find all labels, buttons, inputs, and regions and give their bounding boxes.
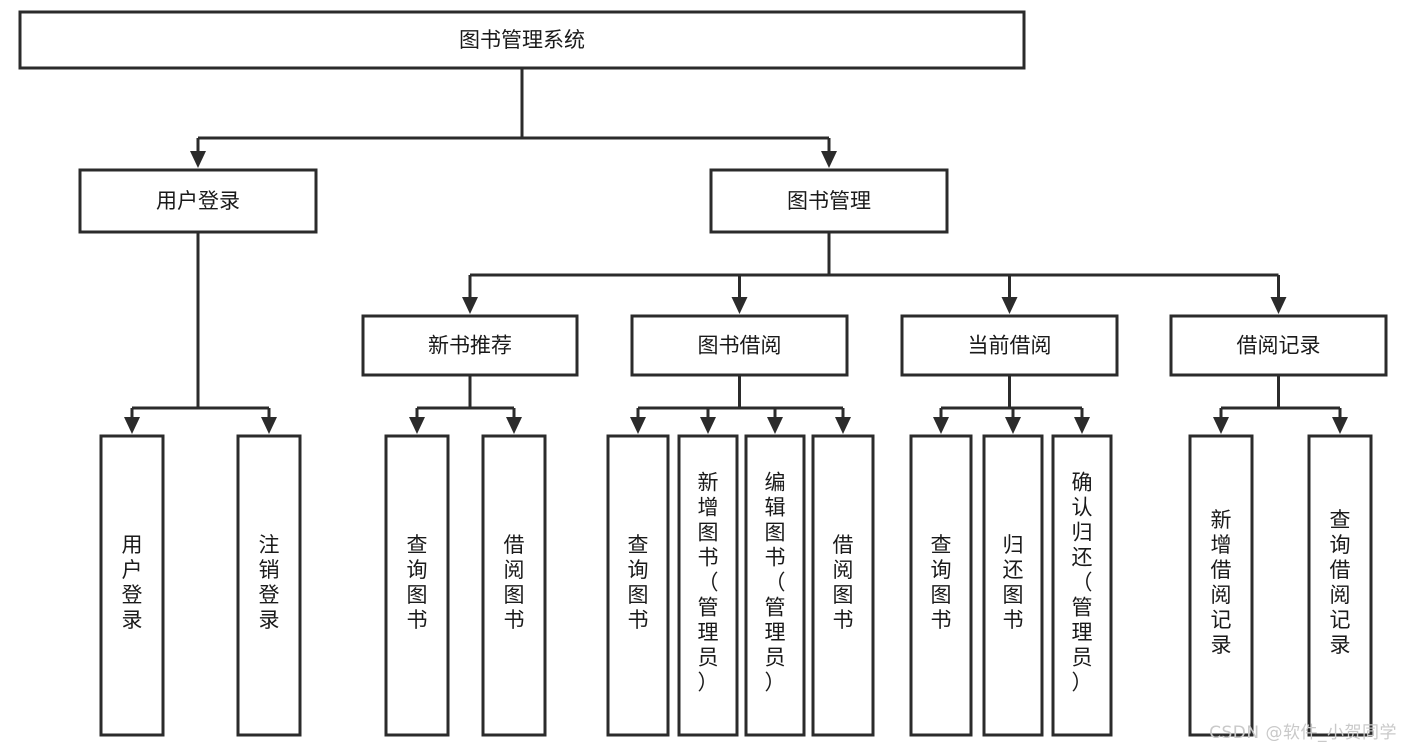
submodule-node-label: 新书推荐 <box>428 334 512 358</box>
arrow-head-icon <box>1213 417 1229 434</box>
leaf-node-box[interactable] <box>909 434 973 737</box>
leaf-node-label: 查询图书 <box>407 533 428 632</box>
leaf-node-label: 查询借阅记录 <box>1330 508 1351 657</box>
leaf-node-label: 新增图书（管理员） <box>698 471 719 695</box>
arrow-head-icon <box>1001 297 1018 314</box>
leaf-node-8[interactable]: 查询图书 <box>909 434 973 737</box>
arrow-head-icon <box>124 417 140 434</box>
arrow-head-icon <box>731 297 748 314</box>
module-node-label: 用户登录 <box>156 189 240 213</box>
leaf-node-box[interactable] <box>1051 434 1113 737</box>
root-node-0[interactable]: 图书管理系统 <box>18 10 1026 70</box>
arrow-head-icon <box>409 417 425 434</box>
module-node-box[interactable] <box>78 168 318 234</box>
leaf-node-box[interactable] <box>1188 434 1254 737</box>
submodule-node-box[interactable] <box>630 314 849 377</box>
arrow-head-icon <box>1074 417 1090 434</box>
submodule-node-2[interactable]: 当前借阅 <box>900 314 1119 377</box>
node-layer: 图书管理系统用户登录图书管理新书推荐图书借阅当前借阅借阅记录用户登录注销登录查询… <box>18 10 1388 737</box>
module-node-box[interactable] <box>709 168 949 234</box>
arrow-head-icon <box>630 417 646 434</box>
leaf-node-2[interactable]: 查询图书 <box>384 434 450 737</box>
arrow-head-icon <box>767 417 783 434</box>
arrow-head-icon <box>700 417 716 434</box>
leaf-node-label: 新增借阅记录 <box>1211 508 1232 657</box>
arrow-head-icon <box>821 151 837 168</box>
leaf-node-box[interactable] <box>236 434 302 737</box>
submodule-node-box[interactable] <box>900 314 1119 377</box>
leaf-node-1[interactable]: 注销登录 <box>236 434 302 737</box>
leaf-node-label: 用户登录 <box>122 533 143 632</box>
arrow-head-icon <box>1270 297 1287 314</box>
root-node-label: 图书管理系统 <box>459 28 585 52</box>
module-node-1[interactable]: 图书管理 <box>709 168 949 234</box>
leaf-node-11[interactable]: 新增借阅记录 <box>1188 434 1254 737</box>
arrow-head-icon <box>190 151 206 168</box>
submodule-node-label: 图书借阅 <box>698 334 782 358</box>
leaf-node-label: 确认归还（管理员） <box>1072 471 1093 695</box>
module-node-0[interactable]: 用户登录 <box>78 168 318 234</box>
leaf-node-label: 借阅图书 <box>833 533 854 632</box>
leaf-node-box[interactable] <box>606 434 670 737</box>
arrow-head-icon <box>462 297 478 314</box>
leaf-node-label: 归还图书 <box>1003 533 1024 632</box>
leaf-node-label: 借阅图书 <box>504 533 525 632</box>
leaf-node-6[interactable]: 编辑图书（管理员） <box>744 434 806 737</box>
submodule-node-1[interactable]: 图书借阅 <box>630 314 849 377</box>
leaf-node-box[interactable] <box>811 434 875 737</box>
leaf-node-box[interactable] <box>1307 434 1373 737</box>
connector-layer <box>124 68 1348 434</box>
arrow-head-icon <box>1332 417 1348 434</box>
arrow-head-icon <box>506 417 522 434</box>
leaf-node-4[interactable]: 查询图书 <box>606 434 670 737</box>
leaf-node-7[interactable]: 借阅图书 <box>811 434 875 737</box>
leaf-node-label: 查询图书 <box>931 533 952 632</box>
arrow-head-icon <box>1005 417 1021 434</box>
leaf-node-12[interactable]: 查询借阅记录 <box>1307 434 1373 737</box>
leaf-node-label: 查询图书 <box>628 533 649 632</box>
csdn-watermark: CSDN @软件_小贺同学 <box>1209 723 1397 743</box>
leaf-node-box[interactable] <box>744 434 806 737</box>
module-node-label: 图书管理 <box>787 189 871 213</box>
leaf-node-box[interactable] <box>384 434 450 737</box>
leaf-node-box[interactable] <box>982 434 1044 737</box>
leaf-node-box[interactable] <box>99 434 165 737</box>
submodule-node-label: 借阅记录 <box>1237 334 1321 358</box>
leaf-node-label: 注销登录 <box>259 533 280 632</box>
leaf-node-label: 编辑图书（管理员） <box>765 471 786 695</box>
submodule-node-box[interactable] <box>1169 314 1388 377</box>
arrow-head-icon <box>835 417 851 434</box>
leaf-node-9[interactable]: 归还图书 <box>982 434 1044 737</box>
arrow-head-icon <box>261 417 277 434</box>
leaf-node-0[interactable]: 用户登录 <box>99 434 165 737</box>
leaf-node-5[interactable]: 新增图书（管理员） <box>677 434 739 737</box>
submodule-node-box[interactable] <box>361 314 579 377</box>
submodule-node-0[interactable]: 新书推荐 <box>361 314 579 377</box>
arrow-head-icon <box>933 417 949 434</box>
submodule-node-label: 当前借阅 <box>968 334 1052 358</box>
submodule-node-3[interactable]: 借阅记录 <box>1169 314 1388 377</box>
leaf-node-3[interactable]: 借阅图书 <box>481 434 547 737</box>
leaf-node-10[interactable]: 确认归还（管理员） <box>1051 434 1113 737</box>
leaf-node-box[interactable] <box>677 434 739 737</box>
leaf-node-box[interactable] <box>481 434 547 737</box>
root-node-box[interactable] <box>18 10 1026 70</box>
